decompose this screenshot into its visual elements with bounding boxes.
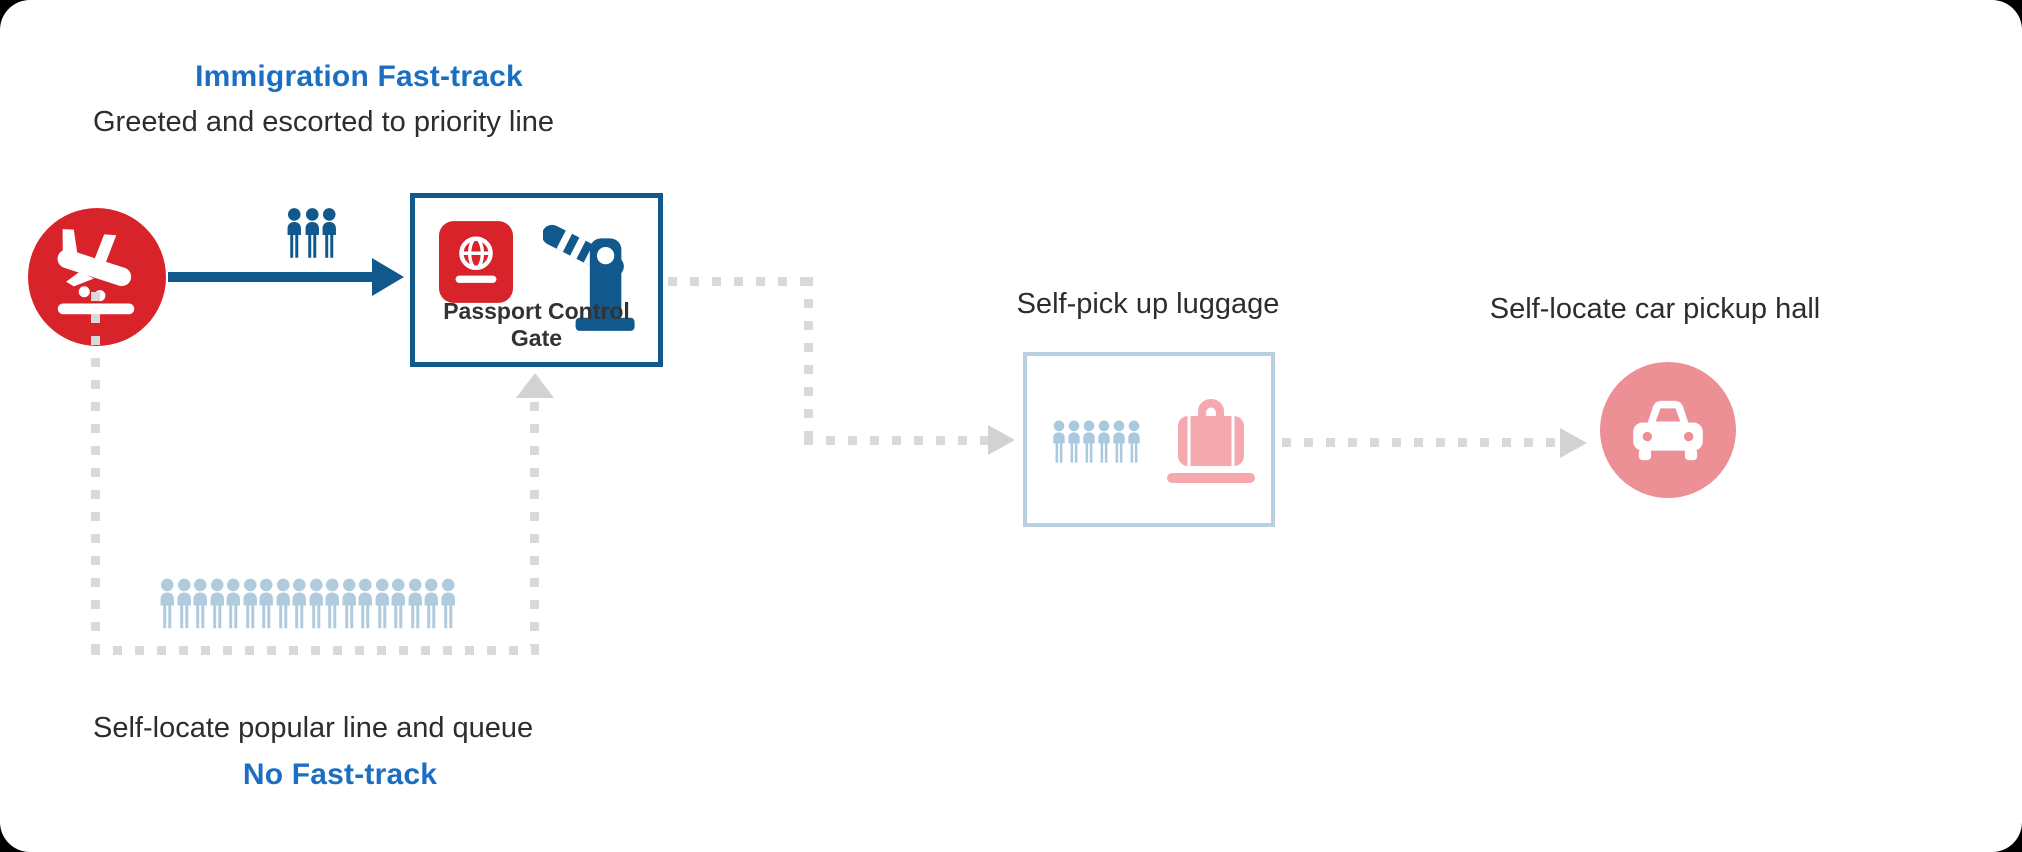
fast-track-arrow-head — [372, 258, 404, 296]
dashed-arrow-to-car — [1560, 428, 1587, 458]
dashed-connector-gate-right — [668, 277, 814, 286]
person-icon — [176, 577, 193, 632]
passport-control-gate-box: Passport Control Gate — [410, 193, 663, 367]
person-icon — [321, 205, 338, 263]
person-icon — [242, 577, 259, 632]
passport-icon — [439, 221, 513, 303]
no-fast-track-subtitle: Self-locate popular line and queue — [93, 712, 534, 744]
person-icon — [275, 577, 292, 632]
dashed-connector-to-car — [1282, 438, 1560, 447]
fast-track-title: Immigration Fast-track — [195, 60, 523, 93]
person-icon — [291, 577, 308, 632]
dashed-connector-queue-bottom — [91, 646, 539, 655]
dashed-connector-down — [804, 277, 813, 445]
person-icon — [390, 577, 407, 632]
person-icon — [324, 577, 341, 632]
luggage-label: Self-pick up luggage — [1016, 288, 1280, 320]
person-icon — [159, 577, 176, 632]
person-icon — [357, 577, 374, 632]
car-pickup-badge — [1600, 362, 1736, 498]
person-icon — [304, 205, 321, 263]
person-icon — [1127, 419, 1141, 466]
car-icon — [1633, 400, 1703, 461]
dashed-connector-to-luggage — [804, 436, 988, 445]
person-icon — [258, 577, 275, 632]
person-icon — [341, 577, 358, 632]
popular-queue-icon — [159, 577, 456, 632]
person-icon — [1082, 419, 1096, 466]
person-icon — [1052, 419, 1066, 466]
person-icon — [209, 577, 226, 632]
priority-group-icon — [286, 205, 338, 263]
dashed-arrow-to-gate — [516, 373, 554, 398]
person-icon — [308, 577, 325, 632]
person-icon — [1067, 419, 1081, 466]
person-icon — [1097, 419, 1111, 466]
no-fast-track-title: No Fast-track — [242, 758, 438, 791]
person-icon — [440, 577, 457, 632]
person-icon — [407, 577, 424, 632]
dashed-arrow-to-luggage — [988, 425, 1015, 455]
dashed-connector-queue-up — [530, 402, 539, 646]
person-icon — [423, 577, 440, 632]
fast-track-arrow-line — [168, 272, 374, 282]
person-icon — [286, 205, 303, 263]
car-pickup-label: Self-locate car pickup hall — [1489, 293, 1821, 325]
person-icon — [225, 577, 242, 632]
person-icon — [374, 577, 391, 632]
dashed-connector-plane-down — [91, 292, 100, 646]
person-icon — [1112, 419, 1126, 466]
passport-gate-label: Passport Control Gate — [443, 298, 630, 351]
luggage-icon — [1167, 399, 1255, 483]
person-icon — [192, 577, 209, 632]
barrier-gate-icon — [543, 224, 635, 331]
fast-track-subtitle: Greeted and escorted to priority line — [93, 106, 555, 138]
luggage-queue-icon — [1052, 419, 1141, 466]
luggage-claim-box — [1023, 352, 1275, 527]
